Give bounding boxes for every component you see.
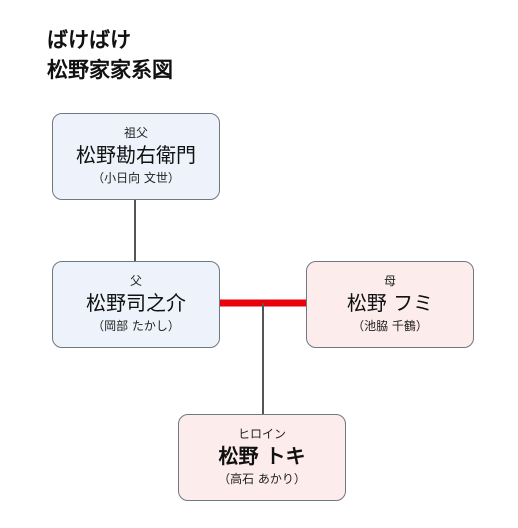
mother-reading: （池脇 千鶴） xyxy=(352,319,428,333)
father-card: 父 松野司之介 （岡部 たかし） xyxy=(52,261,220,348)
heroine-card: ヒロイン 松野 トキ （高石 あかり） xyxy=(178,414,346,501)
father-role: 父 xyxy=(129,274,142,288)
grandfather-name: 松野勘右衛門 xyxy=(76,143,196,167)
father-name: 松野司之介 xyxy=(86,291,186,315)
mother-role: 母 xyxy=(383,274,396,288)
heroine-reading: （高石 あかり） xyxy=(218,472,306,486)
grandfather-reading: （小日向 文世） xyxy=(92,171,180,185)
mother-card: 母 松野 フミ （池脇 千鶴） xyxy=(306,261,474,348)
heroine-role: ヒロイン xyxy=(237,427,286,441)
heroine-name: 松野 トキ xyxy=(218,444,306,468)
mother-name: 松野 フミ xyxy=(346,291,434,315)
grandfather-card: 祖父 松野勘右衛門 （小日向 文世） xyxy=(52,113,220,200)
diagram-subtitle: 松野家家系図 xyxy=(47,58,173,82)
diagram-title: ばけばけ xyxy=(47,28,131,52)
grandfather-role: 祖父 xyxy=(123,126,148,140)
father-reading: （岡部 たかし） xyxy=(92,319,180,333)
